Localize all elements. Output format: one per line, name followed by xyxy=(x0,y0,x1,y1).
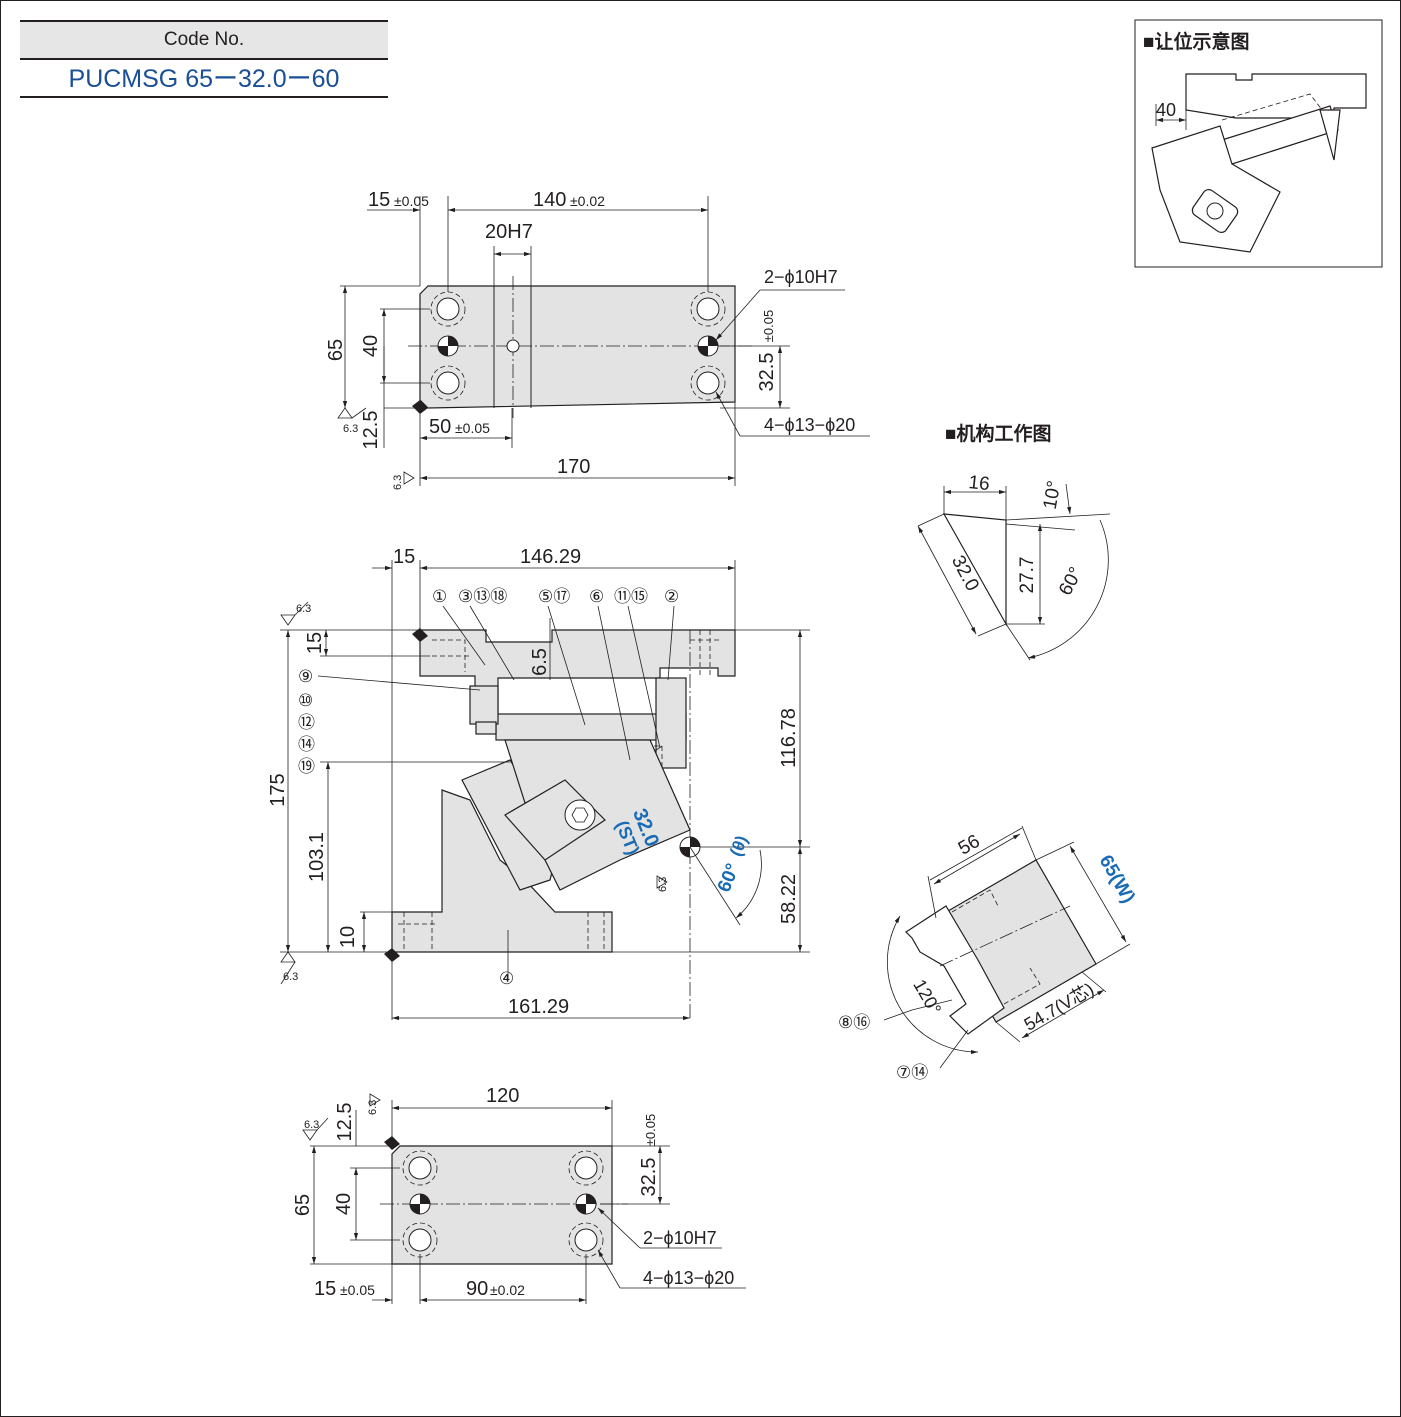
dim-103-1: 103.1 xyxy=(306,832,328,882)
dim-40: 40 xyxy=(360,335,382,357)
dim-tol: ±0.02 xyxy=(490,1282,525,1298)
mech-dim-10deg: 10° xyxy=(1040,479,1066,511)
top-plate xyxy=(419,285,736,409)
upper-plate xyxy=(419,629,736,721)
label-counterbore: 4−ϕ13−ϕ20 xyxy=(643,1268,734,1288)
dim-50: 50 xyxy=(429,416,451,438)
roughness: 6.3 xyxy=(392,475,404,490)
v-view-diagram: 56 65(W) 120° 54.7(V芯) ⑧⑯ ⑦⑭ xyxy=(838,825,1139,1082)
dim-6-5: 6.5 xyxy=(529,648,551,676)
guide-plate xyxy=(655,677,687,769)
counterbore-hole xyxy=(430,291,726,401)
dim-tol: ±0.05 xyxy=(394,193,429,209)
clearance-diagram: ■让位示意图 40 xyxy=(1134,19,1383,268)
clearance-title: ■让位示意图 xyxy=(1143,30,1249,53)
clearance-tip xyxy=(1319,109,1341,161)
dim-170: 170 xyxy=(557,456,590,478)
code-header: Code No. xyxy=(20,20,388,60)
dim-12-5: 12.5 xyxy=(334,1103,356,1142)
side-view: 15 146.29 15 6.5 175 103.1 10 116.78 58.… xyxy=(267,546,810,1021)
roughness: 6.3 xyxy=(296,603,311,615)
dim-20h7: 20H7 xyxy=(485,221,533,243)
stopper xyxy=(469,685,499,725)
roughness: 6.3 xyxy=(304,1119,319,1131)
label-pin-hole: 2−ϕ10H7 xyxy=(643,1228,717,1248)
top-view: 15 ±0.05 140 ±0.02 20H7 2−ϕ10H7 4−ϕ13−ϕ2… xyxy=(325,189,870,490)
clearance-upper xyxy=(1185,73,1367,119)
dim-58-22: 58.22 xyxy=(778,874,800,924)
part-number: ⑫ xyxy=(298,713,315,732)
vview-dim-w: 65(W) xyxy=(1095,852,1139,907)
label-counterbore: 4−ϕ13−ϕ20 xyxy=(764,415,855,435)
dim-65: 65 xyxy=(292,1194,314,1216)
dim-90: 90 xyxy=(466,1278,488,1300)
part-number: ⑲ xyxy=(298,757,315,776)
dim-10: 10 xyxy=(337,926,359,948)
dim-15: 15 xyxy=(304,632,326,654)
part-number: ⑥ xyxy=(589,587,604,606)
dim-15: 15 xyxy=(368,189,390,211)
part-number: ⑭ xyxy=(298,735,315,754)
part-number: ⑤⑰ xyxy=(538,587,570,606)
label-pin-hole: 2−ϕ10H7 xyxy=(764,267,838,287)
roughness: 6.3 xyxy=(657,877,669,892)
dim-32-5: 32.5 xyxy=(638,1158,660,1197)
code-value: PUCMSG 65ー32.0ー60 xyxy=(20,60,388,98)
dim-146-29: 146.29 xyxy=(520,546,581,568)
mechanism-title: ■机构工作图 xyxy=(945,422,1051,445)
mech-dim-60deg: 60° xyxy=(1055,564,1087,599)
dim-tol: ±0.05 xyxy=(340,1282,375,1298)
part-number: ⑩ xyxy=(298,691,313,710)
dim-tol: ±0.05 xyxy=(761,310,776,342)
pin-hole xyxy=(437,335,719,357)
angle-value: 60° xyxy=(714,861,744,896)
dim-15: 15 xyxy=(314,1278,336,1300)
vview-dim-56: 56 xyxy=(955,831,984,860)
clear-dim-40: 40 xyxy=(1156,100,1176,120)
dim-tol: ±0.02 xyxy=(570,193,605,209)
dim-tol: ±0.05 xyxy=(455,420,490,436)
dim-65: 65 xyxy=(325,339,347,361)
dim-tol: ±0.05 xyxy=(643,1114,658,1146)
dim-12-5: 12.5 xyxy=(360,411,382,450)
dim-175: 175 xyxy=(267,773,289,806)
code-number-table: Code No. PUCMSG 65ー32.0ー60 xyxy=(20,20,388,98)
base-body xyxy=(391,789,613,953)
vview-dim-120deg: 120° xyxy=(909,976,945,1018)
bottom-plate xyxy=(391,1145,613,1265)
dim-40: 40 xyxy=(333,1193,355,1215)
roughness: 6.3 xyxy=(343,423,358,435)
dim-116-78: 116.78 xyxy=(778,708,800,768)
dim-32-5: 32.5 xyxy=(756,353,778,392)
dim-120: 120 xyxy=(486,1085,519,1107)
part-number: ⑨ xyxy=(298,667,313,686)
part-number: ② xyxy=(664,587,679,606)
clearance-slider xyxy=(1151,125,1281,253)
mechanism-diagram: ■机构工作图 16 10° 32.0 27.7 60° xyxy=(917,422,1111,661)
dim-15: 15 xyxy=(393,546,415,568)
stopper-cap xyxy=(475,721,497,735)
roughness: 6.3 xyxy=(367,1100,379,1115)
roughness: 6.3 xyxy=(283,971,298,983)
bottom-view: 120 12.5 65 40 32.5 ±0.05 2−ϕ10H7 4−ϕ13−… xyxy=(292,1085,746,1304)
dim-140: 140 xyxy=(533,189,566,211)
dim-161-29: 161.29 xyxy=(508,996,569,1018)
part-number: ⑦⑭ xyxy=(896,1063,928,1082)
angle-theta: (θ) xyxy=(726,833,751,859)
part-number: ③⑬⑱ xyxy=(458,587,507,606)
mech-dim-16: 16 xyxy=(967,472,990,495)
part-number: ⑧⑯ xyxy=(838,1013,870,1032)
mech-dim-27-7: 27.7 xyxy=(1017,557,1038,594)
part-number: ④ xyxy=(499,969,514,988)
part-number: ① xyxy=(432,587,447,606)
part-number: ⑪⑮ xyxy=(614,587,648,606)
